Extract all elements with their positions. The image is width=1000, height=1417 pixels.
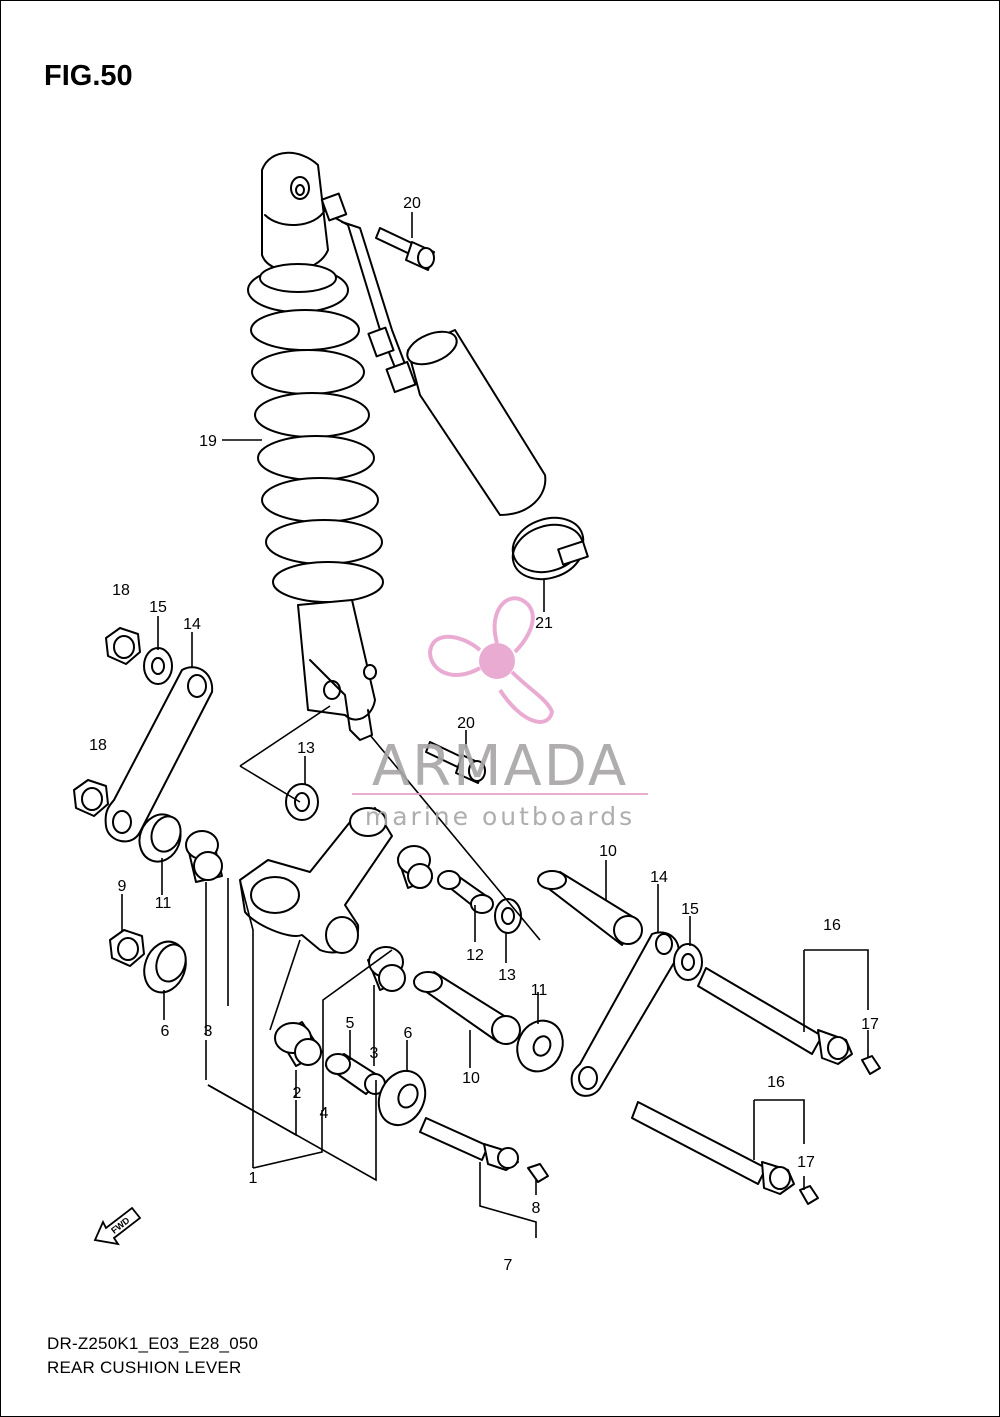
callout-18a: 18 — [112, 582, 130, 599]
callout-19: 19 — [199, 433, 217, 450]
callout-labels: 20 19 21 18 15 14 18 13 20 11 9 6 3 2 4 … — [89, 195, 879, 1274]
callout-13b: 13 — [498, 967, 516, 984]
damper-body — [297, 599, 377, 741]
oil-seal-11a — [138, 813, 182, 863]
callout-20a: 20 — [403, 195, 421, 212]
reservoir-hose — [320, 192, 417, 394]
washer-15a — [143, 647, 173, 685]
cushion-lever — [239, 807, 393, 954]
washer-13a — [285, 783, 319, 821]
link-rod-14a — [104, 666, 214, 843]
section-name: REAR CUSHION LEVER — [47, 1358, 242, 1377]
oil-seal-6b — [377, 1069, 427, 1127]
washer-13b — [494, 898, 522, 934]
shock-top-mount — [261, 151, 329, 272]
coil-spring — [250, 309, 384, 603]
link-rod-14b — [570, 931, 680, 1097]
callout-16b: 16 — [767, 1074, 785, 1091]
callout-20b: 20 — [457, 715, 475, 732]
oil-seal-6a — [143, 940, 187, 994]
callout-6b: 6 — [404, 1025, 413, 1042]
callout-3b: 3 — [370, 1045, 379, 1062]
callout-21: 21 — [535, 615, 553, 632]
nut-9 — [109, 929, 145, 967]
spring-preload-ring — [247, 263, 349, 313]
callout-13a: 13 — [297, 740, 315, 757]
bolt-16a — [697, 967, 853, 1065]
callout-12: 12 — [466, 947, 484, 964]
grease-nipple-17a — [861, 1055, 881, 1075]
callout-7: 7 — [504, 1257, 513, 1274]
callout-10b: 10 — [462, 1070, 480, 1087]
spacer-10b — [413, 971, 521, 1045]
callout-17a: 17 — [861, 1016, 879, 1033]
callout-6a: 6 — [161, 1023, 170, 1040]
grease-nipple-8 — [527, 1163, 549, 1183]
reservoir-canister — [406, 329, 547, 516]
callout-3a: 3 — [204, 1023, 213, 1040]
callout-2: 2 — [293, 1085, 302, 1102]
nut-18a — [105, 627, 141, 665]
callout-10a: 10 — [599, 843, 617, 860]
propeller-logo-icon — [427, 596, 555, 724]
figure-title: FIG.50 — [44, 60, 133, 92]
callout-8: 8 — [532, 1200, 541, 1217]
callout-1: 1 — [249, 1170, 258, 1187]
bolt-16b — [631, 1101, 795, 1195]
bearing-3b — [397, 845, 433, 889]
callout-17b: 17 — [797, 1154, 815, 1171]
grease-nipple-17b — [799, 1185, 819, 1205]
callout-14a: 14 — [183, 616, 201, 633]
callout-15b: 15 — [681, 901, 699, 918]
reservoir-clamp — [511, 516, 589, 581]
callout-14b: 14 — [650, 869, 668, 886]
bolt-7 — [419, 1117, 519, 1171]
nut-18b — [73, 779, 109, 817]
callout-5: 5 — [346, 1015, 355, 1032]
fwd-direction-marker: FWD — [93, 1206, 142, 1246]
top-mount-bolt — [375, 227, 435, 271]
callout-11b: 11 — [531, 982, 548, 999]
callout-18b: 18 — [89, 737, 107, 754]
callout-16a: 16 — [823, 917, 841, 934]
spacer-5 — [325, 1053, 386, 1095]
watermark: ARMADA marine outboards — [352, 596, 648, 831]
bearing-3a — [185, 830, 223, 883]
callout-9: 9 — [118, 878, 127, 895]
watermark-name: ARMADA — [372, 734, 628, 799]
spacer-12 — [437, 870, 494, 914]
callout-4: 4 — [320, 1105, 329, 1122]
model-code: DR-Z250K1_E03_E28_050 — [47, 1334, 259, 1353]
washer-15b — [673, 943, 703, 981]
callout-11a: 11 — [155, 895, 172, 912]
washer-11b — [516, 1019, 564, 1073]
spacer-10a — [537, 870, 643, 946]
leader-lines — [121, 212, 869, 1238]
watermark-tagline: marine outboards — [365, 802, 635, 831]
bearing-2 — [274, 1021, 323, 1067]
callout-15a: 15 — [149, 599, 167, 616]
lower-mount-bolt — [425, 741, 486, 784]
